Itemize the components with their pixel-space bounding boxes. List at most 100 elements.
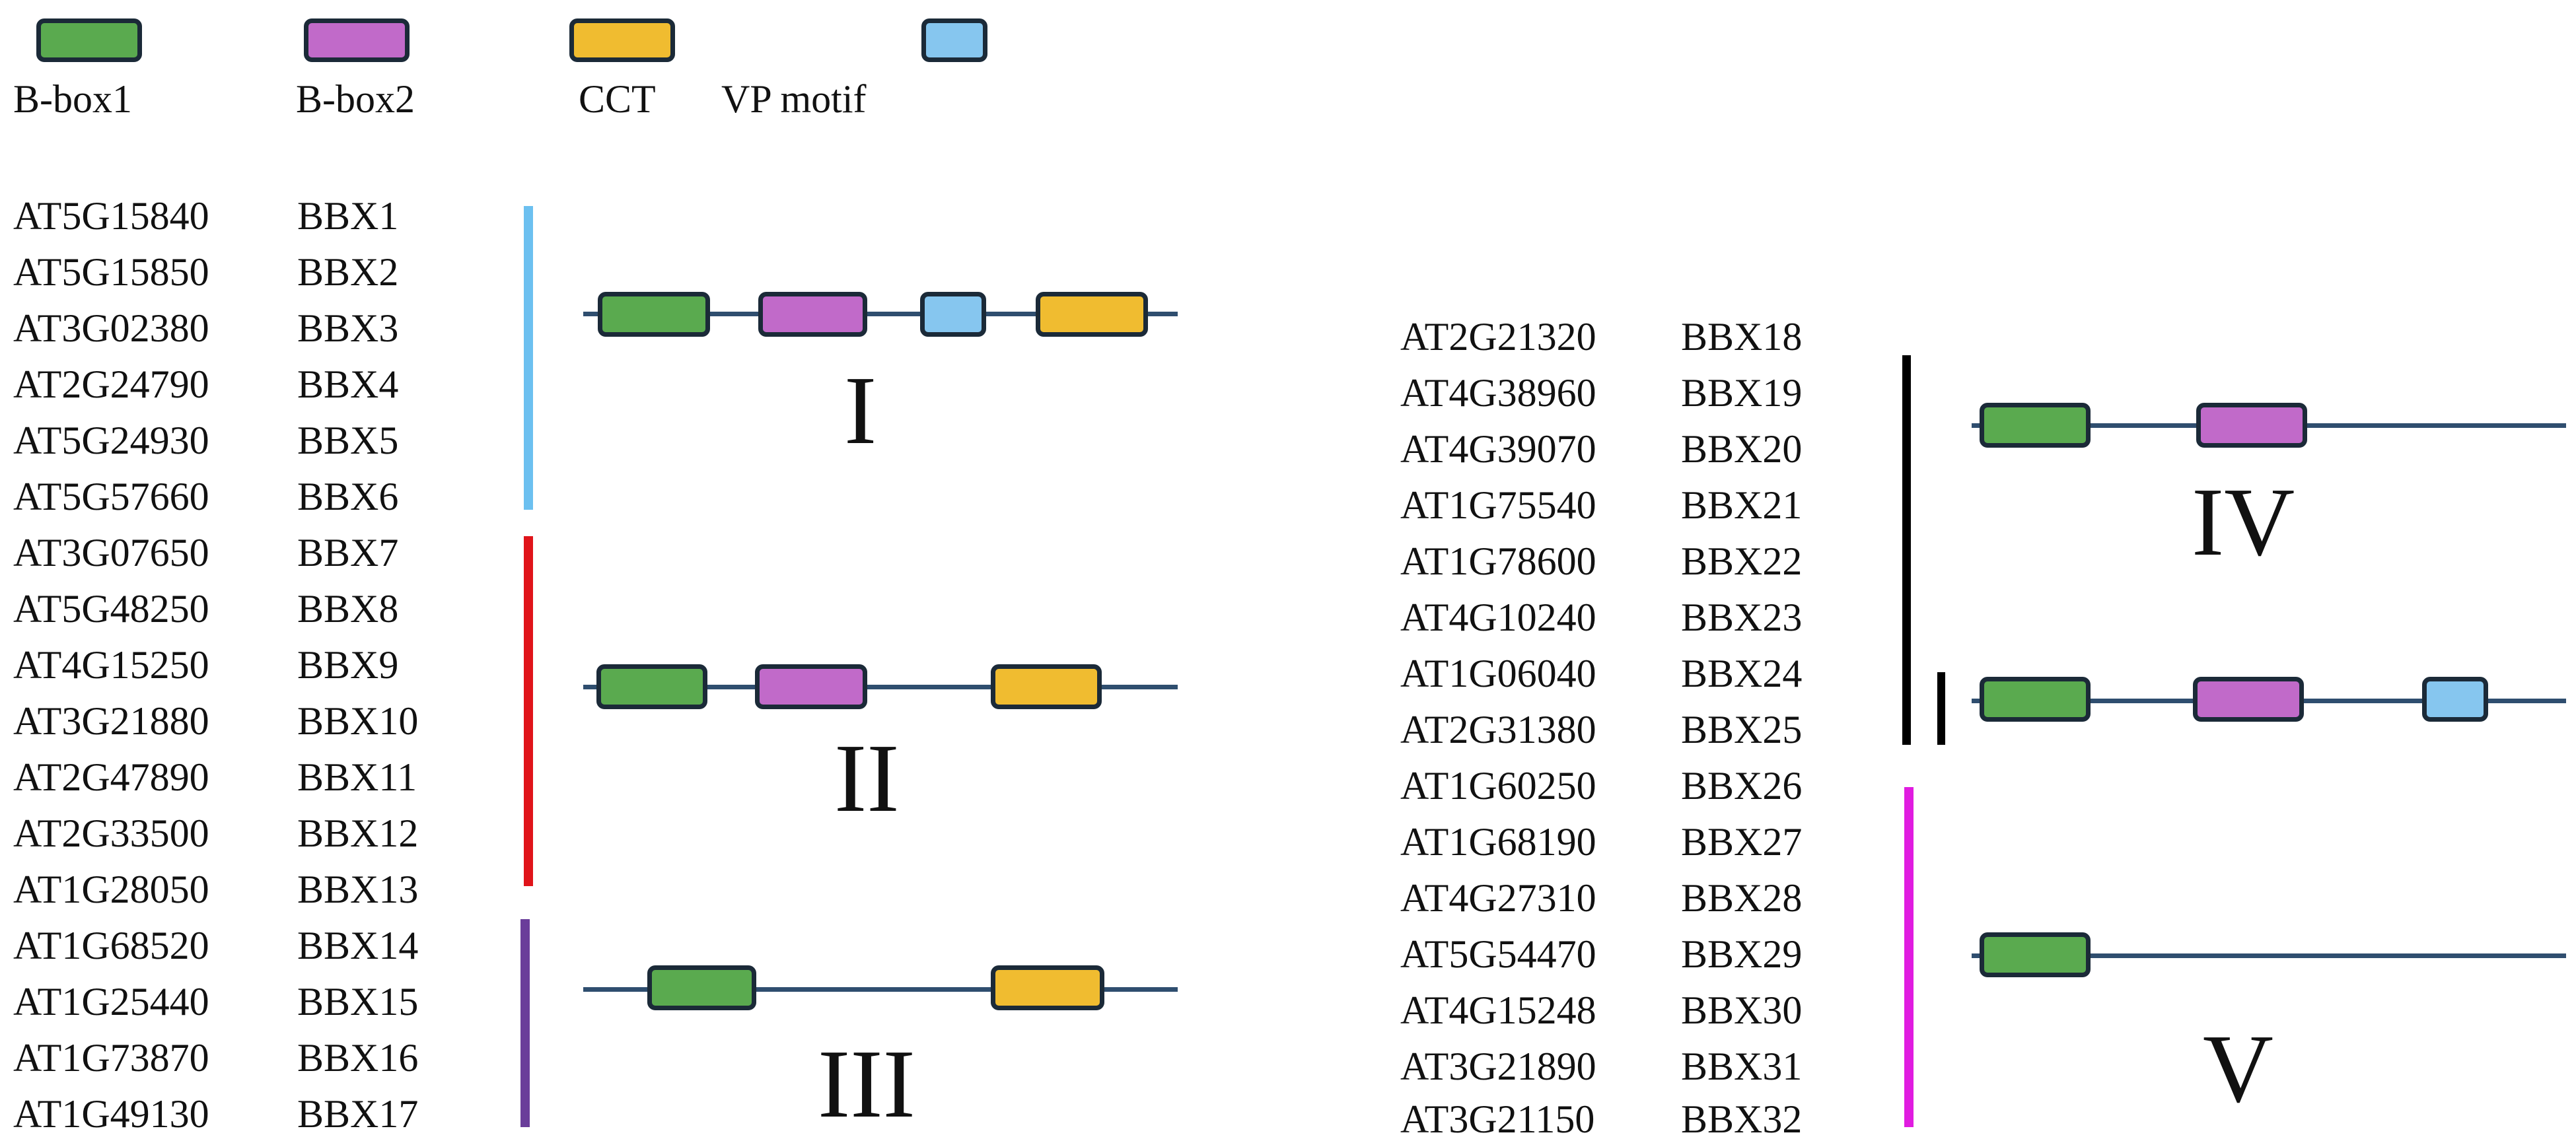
gene-name: BBX23 <box>1681 596 1803 639</box>
gene-id: AT5G15850 <box>13 250 209 294</box>
gene-id: AT1G68190 <box>1400 820 1596 864</box>
gene-name: BBX22 <box>1681 539 1803 583</box>
gene-name: BBX17 <box>297 1092 419 1136</box>
gene-name: BBX16 <box>297 1036 419 1080</box>
group-iii-bar <box>520 919 530 1127</box>
b-box2-domain <box>758 292 867 337</box>
gene-name: BBX31 <box>1681 1045 1803 1088</box>
gene-name: BBX4 <box>297 363 399 406</box>
protein-track <box>583 685 1178 689</box>
gene-id: AT1G75540 <box>1400 483 1596 527</box>
gene-name: BBX25 <box>1681 708 1803 751</box>
gene-id: AT5G57660 <box>13 475 209 518</box>
protein-track <box>583 312 1178 316</box>
gene-id: AT1G60250 <box>1400 764 1596 808</box>
b-box2-swatch <box>304 18 410 62</box>
gene-name: BBX29 <box>1681 932 1803 976</box>
b-box1-domain <box>1980 403 2091 448</box>
gene-name: BBX13 <box>297 868 419 911</box>
group-iv-bar <box>1902 355 1911 745</box>
b-box1-domain <box>1980 677 2091 722</box>
b-box1-domain <box>596 664 707 709</box>
cct-domain <box>991 664 1102 709</box>
gene-id: AT2G24790 <box>13 363 209 406</box>
gene-id: AT1G49130 <box>13 1092 209 1136</box>
b-box1-domain <box>598 292 710 337</box>
cct-domain <box>1036 292 1148 337</box>
gene-id: AT5G24930 <box>13 419 209 462</box>
cct-domain <box>991 965 1104 1010</box>
gene-name: BBX18 <box>1681 315 1803 359</box>
gene-id: AT4G10240 <box>1400 596 1596 639</box>
gene-name: BBX5 <box>297 419 399 462</box>
gene-id: AT2G47890 <box>13 755 209 799</box>
gene-id: AT5G15840 <box>13 194 209 238</box>
group-label-iv: IV <box>2192 468 2295 576</box>
gene-id: AT4G39070 <box>1400 427 1596 471</box>
gene-name: BBX14 <box>297 924 419 967</box>
gene-id: AT3G21880 <box>13 699 209 743</box>
gene-id: AT3G02380 <box>13 306 209 350</box>
gene-name: BBX11 <box>297 755 417 799</box>
b-box2-domain <box>755 664 867 709</box>
vp-motif-swatch <box>921 18 987 62</box>
gene-name: BBX20 <box>1681 427 1803 471</box>
gene-id: AT1G06040 <box>1400 652 1596 695</box>
gene-name: BBX2 <box>297 250 399 294</box>
gene-name: BBX28 <box>1681 876 1803 920</box>
gene-name: BBX3 <box>297 306 399 350</box>
legend-label-b-box2: B-box2 <box>296 77 415 121</box>
gene-id: AT1G68520 <box>13 924 209 967</box>
b-box1-domain <box>647 965 756 1010</box>
gene-id: AT1G73870 <box>13 1036 209 1080</box>
gene-id: AT1G28050 <box>13 868 209 911</box>
gene-name: BBX1 <box>297 194 399 238</box>
gene-id: AT3G21890 <box>1400 1045 1596 1088</box>
gene-name: BBX30 <box>1681 988 1803 1032</box>
cct-swatch <box>569 18 675 62</box>
gene-id: AT2G21320 <box>1400 315 1596 359</box>
b-box1-domain <box>1980 932 2091 977</box>
gene-name: BBX12 <box>297 812 419 855</box>
gene-name: BBX24 <box>1681 652 1803 695</box>
legend-label-cct: CCT <box>579 77 656 121</box>
group-label-v: V <box>2203 1015 2273 1123</box>
gene-id: AT4G38960 <box>1400 371 1596 415</box>
gene-name: BBX9 <box>297 643 399 687</box>
gene-name: BBX6 <box>297 475 399 518</box>
b-box1-swatch <box>36 18 142 62</box>
gene-name: BBX27 <box>1681 820 1803 864</box>
gene-id: AT2G31380 <box>1400 708 1596 751</box>
gene-id: AT1G78600 <box>1400 539 1596 583</box>
legend-label-vp-motif: VP motif <box>721 77 867 121</box>
gene-id: AT2G33500 <box>13 812 209 855</box>
gene-name: BBX15 <box>297 980 419 1023</box>
gene-name: BBX8 <box>297 587 399 631</box>
group-label-ii: II <box>834 724 900 833</box>
gene-id: AT1G25440 <box>13 980 209 1023</box>
vp-motif-domain <box>920 292 986 337</box>
gene-name: BBX26 <box>1681 764 1803 808</box>
group-ii-bar <box>524 536 533 886</box>
legend-label-b-box1: B-box1 <box>13 77 132 121</box>
gene-name: BBX10 <box>297 699 419 743</box>
protein-track <box>1972 953 2566 958</box>
gene-id: AT4G15250 <box>13 643 209 687</box>
group-i-bar <box>524 206 533 510</box>
protein-track <box>583 987 1178 992</box>
group-label-iii: III <box>818 1030 915 1138</box>
gene-name: BBX21 <box>1681 483 1803 527</box>
gene-id: AT4G15248 <box>1400 988 1596 1032</box>
gene-id: AT3G07650 <box>13 531 209 574</box>
group-label-i: I <box>844 357 877 465</box>
gene-id: AT4G27310 <box>1400 876 1596 920</box>
gene-name: BBX19 <box>1681 371 1803 415</box>
gene-id: AT5G48250 <box>13 587 209 631</box>
gene-id: AT3G21150 <box>1400 1097 1595 1141</box>
group-v-bar <box>1904 787 1914 1127</box>
gene-name: BBX32 <box>1681 1097 1803 1141</box>
subgroup-bar <box>1937 672 1945 745</box>
vp-motif-domain <box>2422 677 2488 722</box>
gene-name: BBX7 <box>297 531 399 574</box>
gene-id: AT5G54470 <box>1400 932 1596 976</box>
